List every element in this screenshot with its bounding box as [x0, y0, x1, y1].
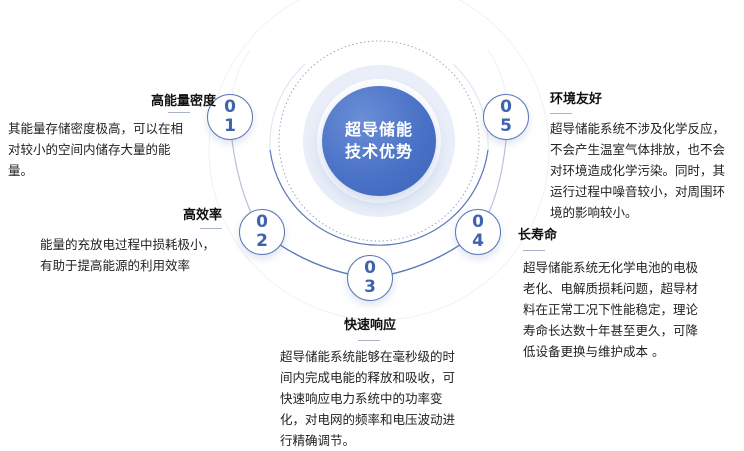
number-digit: 2 — [256, 231, 268, 251]
number-digit: 3 — [364, 277, 376, 297]
item-description-01: 其能量存储密度极高，可以在相对较小的空间内储存大量的能量。 — [8, 121, 184, 178]
divider — [168, 112, 190, 113]
number-badge-03: 0 3 — [347, 255, 393, 301]
divider — [200, 228, 222, 229]
item-title-01: 高能量密度 — [150, 94, 216, 109]
number-badge-02: 0 2 — [239, 209, 285, 255]
item-title-04: 长寿命 — [518, 228, 558, 243]
number-digit: 5 — [500, 116, 512, 136]
number-badge-05: 0 5 — [483, 94, 529, 140]
item-title-02: 高效率 — [182, 208, 222, 223]
center-title-line1: 超导储能 — [344, 120, 413, 139]
divider — [550, 113, 572, 114]
number-badge-04: 0 4 — [455, 209, 501, 255]
item-title-03: 快速响应 — [344, 318, 397, 333]
number-digit: 4 — [472, 231, 484, 251]
center-badge: 超导储能 技术优势 — [322, 86, 436, 196]
number-digit: 0 — [364, 258, 376, 278]
item-description-02: 能量的充放电过程中损耗极小，有助于提高能源的利用效率 — [40, 237, 216, 273]
item-title-05: 环境友好 — [550, 92, 603, 107]
item-description-04: 超导储能系统无化学电池的电极老化、电解质损耗问题，超导材料在正常工况下性能稳定，… — [523, 260, 699, 359]
number-digit: 0 — [256, 212, 268, 232]
center-title-line2: 技术优势 — [344, 142, 413, 161]
number-digit: 1 — [224, 116, 236, 136]
number-digit: 0 — [500, 97, 512, 117]
number-digit: 0 — [472, 212, 484, 232]
item-description-03: 超导储能系统能够在毫秒级的时间内完成电能的释放和吸收，可快速响应电力系统中的功率… — [280, 349, 456, 448]
divider — [358, 340, 380, 341]
number-badge-01: 0 1 — [207, 94, 253, 140]
item-description-05: 超导储能系统不涉及化学反应，不会产生温室气体排放，也不会对环境造成化学污染。同时… — [550, 121, 726, 220]
divider — [523, 250, 545, 251]
number-digit: 0 — [224, 97, 236, 117]
